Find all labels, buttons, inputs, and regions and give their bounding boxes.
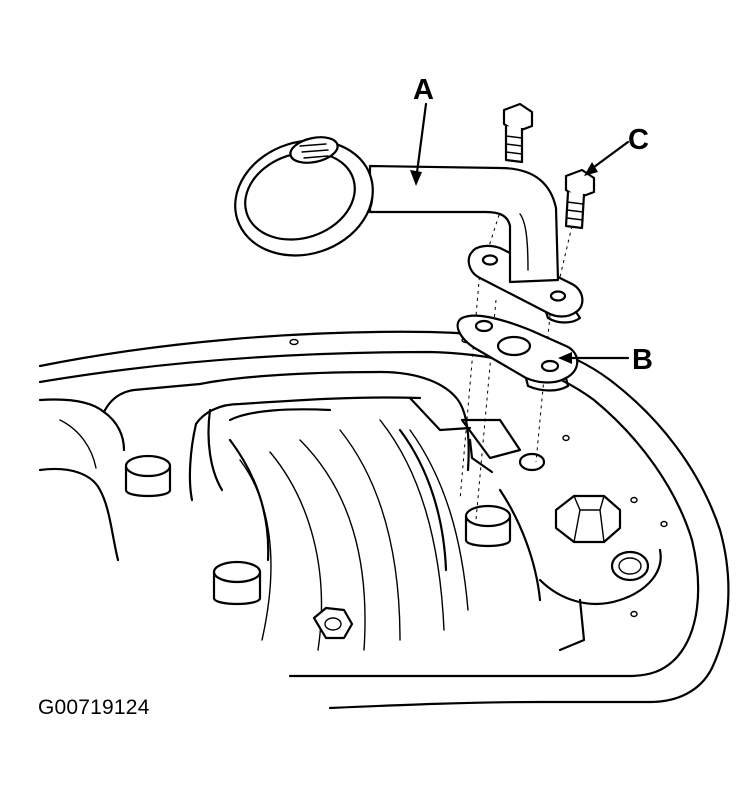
bolt-head-icon xyxy=(312,606,354,640)
oil-pan xyxy=(38,330,730,710)
bolt-head-icon xyxy=(124,454,172,498)
callout-b: B xyxy=(632,344,653,376)
bolt-head-icon xyxy=(212,560,262,606)
hex-nut-icon xyxy=(554,494,622,544)
bolt-icon xyxy=(564,168,596,230)
leader-arrows xyxy=(410,102,630,364)
figure-code: G00719124 xyxy=(38,696,150,719)
dipstick-tube xyxy=(234,136,584,324)
gasket xyxy=(456,314,579,392)
bolt-head-icon xyxy=(464,504,512,548)
bolt-icon xyxy=(502,102,534,164)
callout-c: C xyxy=(628,124,649,156)
callout-a: A xyxy=(413,74,434,106)
